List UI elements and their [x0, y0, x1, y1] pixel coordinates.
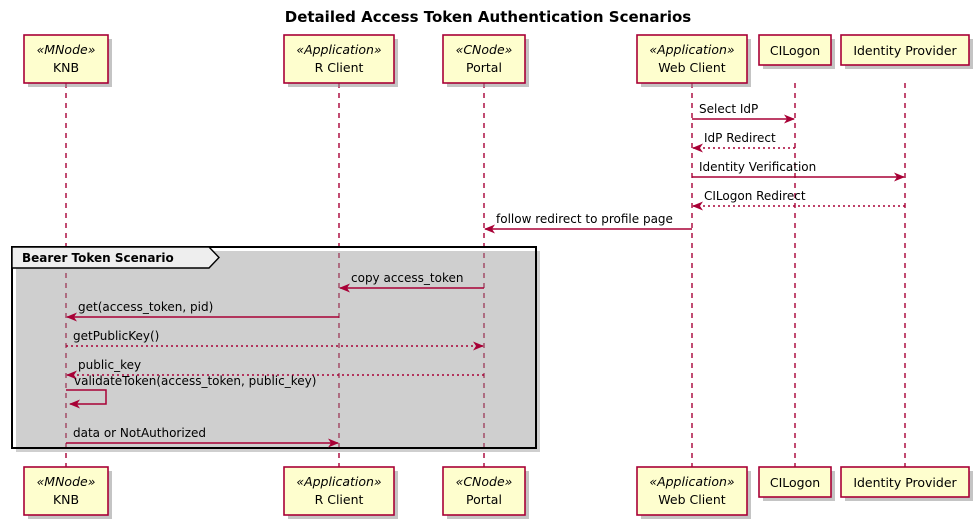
- message-label: data or NotAuthorized: [73, 426, 206, 440]
- message-10: data or NotAuthorized: [66, 426, 339, 448]
- participant-box[interactable]: [840, 34, 970, 66]
- message-label: follow redirect to profile page: [496, 212, 673, 226]
- participant-box[interactable]: [23, 466, 109, 516]
- group-tab: [11, 246, 220, 269]
- message-label: public_key: [78, 358, 141, 372]
- participant-name: CILogon: [770, 475, 820, 490]
- participant-box[interactable]: [636, 34, 748, 84]
- participant-rclient-top[interactable]: «Application» R Client: [283, 34, 398, 87]
- participant-box[interactable]: [442, 34, 526, 84]
- participant-name: KNB: [53, 492, 79, 507]
- message-3: CILogon Redirect: [692, 189, 905, 211]
- participant-rclient-bottom[interactable]: «Application» R Client: [283, 466, 398, 519]
- participant-box[interactable]: [758, 466, 832, 498]
- message-2: Identity Verification: [692, 160, 905, 182]
- participant-stereotype: «Application»: [296, 42, 381, 57]
- participant-idp-bottom[interactable]: Identity Provider: [840, 466, 973, 501]
- groups-layer: Bearer Token Scenario: [11, 246, 540, 452]
- participant-stereotype: «Application»: [296, 474, 381, 489]
- message-4: follow redirect to profile page: [484, 212, 692, 234]
- message-label: getPublicKey(): [73, 329, 159, 343]
- message-5: copy access_token: [339, 271, 484, 293]
- message-label: IdP Redirect: [704, 131, 776, 145]
- diagram-title: Detailed Access Token Authentication Sce…: [285, 8, 692, 26]
- participant-name: Web Client: [658, 492, 726, 507]
- participant-cilogon-top[interactable]: CILogon: [758, 34, 835, 69]
- message-7: getPublicKey(): [66, 329, 484, 351]
- message-label: Identity Verification: [699, 160, 816, 174]
- participant-stereotype: «Application»: [649, 474, 734, 489]
- participant-name: Identity Provider: [853, 475, 957, 490]
- message-label: copy access_token: [351, 271, 463, 285]
- participant-name: KNB: [53, 60, 79, 75]
- participant-box[interactable]: [636, 466, 748, 516]
- participant-webclient-top[interactable]: «Application» Web Client: [636, 34, 751, 87]
- message-line: [66, 389, 107, 409]
- participant-name: CILogon: [770, 43, 820, 58]
- message-6: get(access_token, pid): [66, 300, 339, 322]
- participant-stereotype: «CNode»: [456, 474, 513, 489]
- participant-box[interactable]: [23, 34, 109, 84]
- participant-name: Web Client: [658, 60, 726, 75]
- participant-name: R Client: [315, 60, 364, 75]
- participant-stereotype: «CNode»: [456, 42, 513, 57]
- participant-idp-top[interactable]: Identity Provider: [840, 34, 973, 69]
- message-8: public_key: [66, 358, 484, 380]
- participant-box[interactable]: [442, 466, 526, 516]
- message-1: IdP Redirect: [692, 131, 795, 153]
- message-0: Select IdP: [692, 102, 795, 124]
- message-9: validateToken(access_token, public_key): [66, 374, 316, 409]
- participant-box[interactable]: [840, 466, 970, 498]
- participant-name: Identity Provider: [853, 43, 957, 58]
- message-label: Select IdP: [699, 102, 758, 116]
- participant-name: Portal: [466, 60, 502, 75]
- participant-stereotype: «MNode»: [37, 42, 96, 57]
- group-label: Bearer Token Scenario: [22, 251, 174, 265]
- participant-box[interactable]: [283, 34, 395, 84]
- participant-name: R Client: [315, 492, 364, 507]
- participant-boxes-layer: «MNode» KNB «MNode» KNB «Application» R Clien…: [23, 34, 973, 519]
- participant-portal-top[interactable]: «CNode» Portal: [442, 34, 529, 87]
- group-frame: [11, 246, 537, 449]
- participant-cilogon-bottom[interactable]: CILogon: [758, 466, 835, 501]
- participant-webclient-bottom[interactable]: «Application» Web Client: [636, 466, 751, 519]
- participant-stereotype: «MNode»: [37, 474, 96, 489]
- participant-portal-bottom[interactable]: «CNode» Portal: [442, 466, 529, 519]
- participant-stereotype: «Application»: [649, 42, 734, 57]
- participant-box[interactable]: [283, 466, 395, 516]
- message-label: CILogon Redirect: [704, 189, 806, 203]
- message-label: validateToken(access_token, public_key): [74, 374, 316, 388]
- message-label: get(access_token, pid): [78, 300, 213, 314]
- participant-knb-bottom[interactable]: «MNode» KNB: [23, 466, 112, 519]
- participant-name: Portal: [466, 492, 502, 507]
- participant-knb-top[interactable]: «MNode» KNB: [23, 34, 112, 87]
- participant-box[interactable]: [758, 34, 832, 66]
